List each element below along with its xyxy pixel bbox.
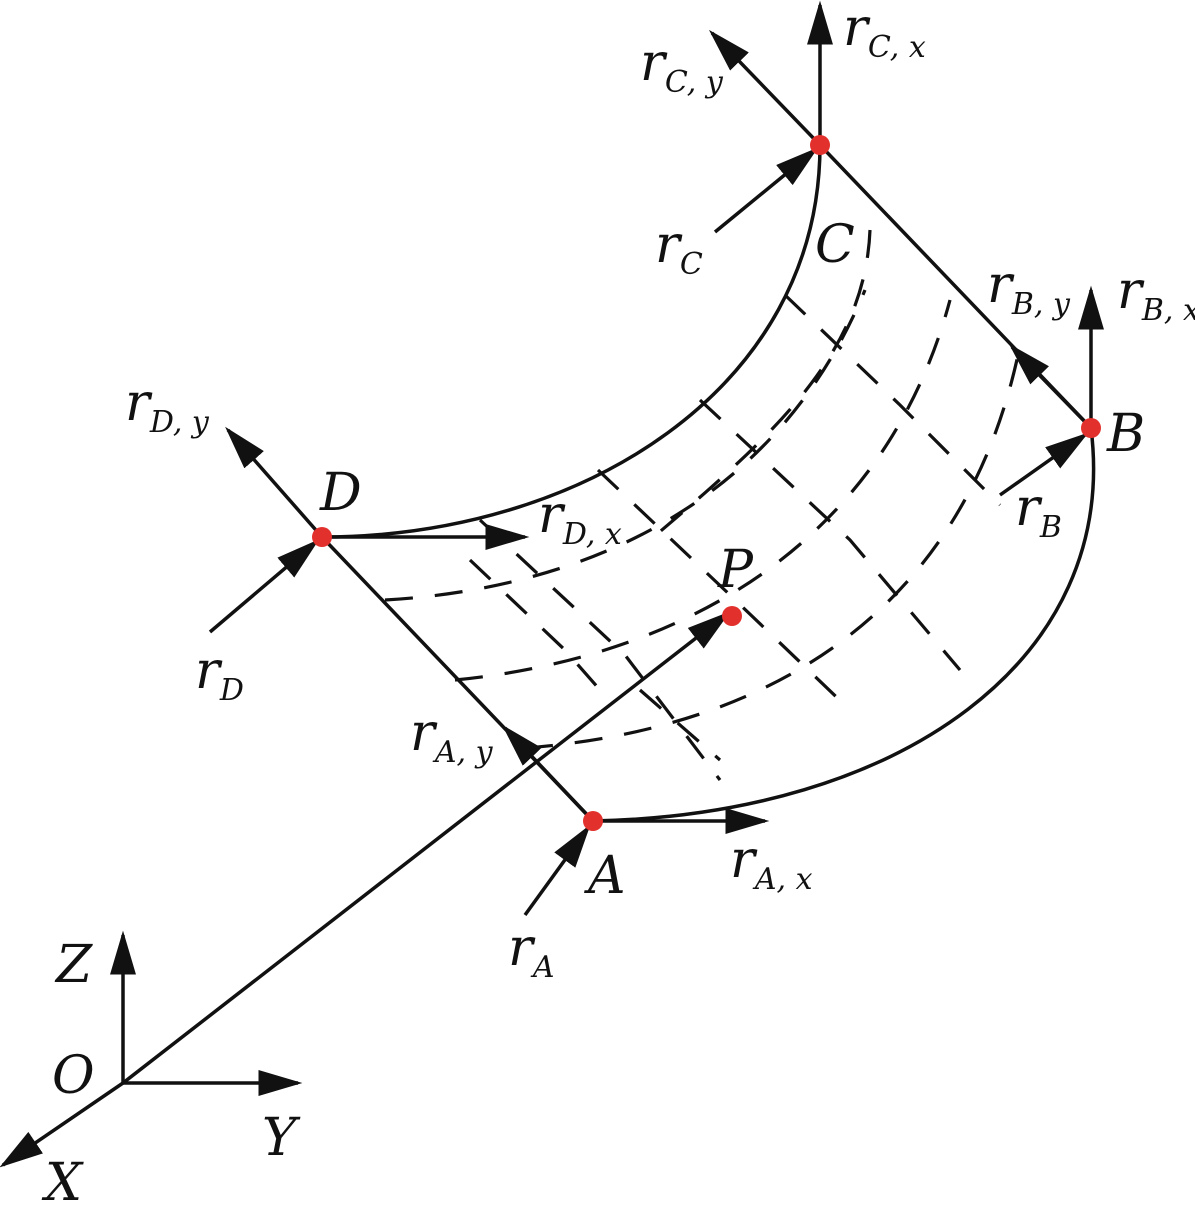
label-rDy: rD, y: [125, 373, 210, 440]
grid-line-v3: [783, 293, 1002, 507]
label-rBx: rB, x: [1117, 261, 1195, 328]
grid-line-v1: [596, 468, 852, 712]
surface-grid: [384, 229, 1020, 781]
vector-rDy-arrow: [225, 426, 324, 539]
grid-line-v2: [698, 398, 962, 672]
label-d: D: [319, 463, 362, 523]
position-vector-p: [121, 611, 731, 1085]
grid-line-v5: [468, 558, 602, 692]
grid-curve-u1: [384, 289, 867, 602]
grid-curve-u2: [454, 299, 952, 682]
label-rB: rB: [1015, 478, 1062, 545]
label-x-axis: X: [41, 1153, 84, 1205]
vector-labels: rC, x rC, y rC rB, x rB, y rB rD, x rD, …: [125, 0, 1195, 985]
grid-line-v6: [638, 688, 722, 762]
grid-curve-u3: [524, 354, 1020, 750]
label-origin: O: [52, 1046, 95, 1106]
point-c-dot: [810, 135, 830, 155]
label-rD: rD: [195, 641, 244, 708]
label-rAx: rA, x: [730, 830, 813, 897]
label-c: C: [815, 215, 855, 275]
vector-rD-arrow: [208, 539, 320, 634]
vector-rC-arrow: [713, 147, 819, 234]
vector-rB-arrow: [998, 432, 1089, 497]
point-b-dot: [1081, 418, 1101, 438]
vector-rA-arrow: [523, 824, 591, 917]
edge-dc-curve: [321, 144, 822, 539]
grid-curve-u4: [654, 229, 872, 537]
label-b: B: [1106, 404, 1145, 464]
label-rC: rC: [655, 215, 703, 282]
label-a: A: [584, 846, 626, 906]
tangent-vectors: [208, 0, 1104, 917]
point-labels: A B C D P O Z Y X: [41, 215, 1145, 1205]
label-z-axis: Z: [54, 935, 93, 995]
label-rAy: rA, y: [410, 703, 494, 770]
vector-rAy-arrow: [501, 724, 595, 823]
point-p-dot: [722, 606, 742, 626]
coordinate-frame: [0, 930, 303, 1168]
grid-line-v4: [478, 518, 722, 781]
point-d-dot: [312, 527, 332, 547]
label-rCx: rC, x: [843, 0, 926, 65]
label-rBy: rB, y: [987, 255, 1071, 322]
edge-ba-curve: [592, 427, 1096, 823]
label-rCy: rC, y: [640, 33, 724, 100]
point-a-dot: [583, 811, 603, 831]
label-p: P: [717, 540, 754, 600]
label-rDx: rD, x: [538, 485, 622, 552]
corner-points: [312, 135, 1101, 831]
x-axis-arrow: [0, 1081, 124, 1168]
label-rA: rA: [508, 918, 555, 985]
vector-rCy-arrow: [708, 29, 822, 147]
label-y-axis: Y: [262, 1108, 301, 1168]
vector-rBy-arrow: [1008, 343, 1093, 430]
